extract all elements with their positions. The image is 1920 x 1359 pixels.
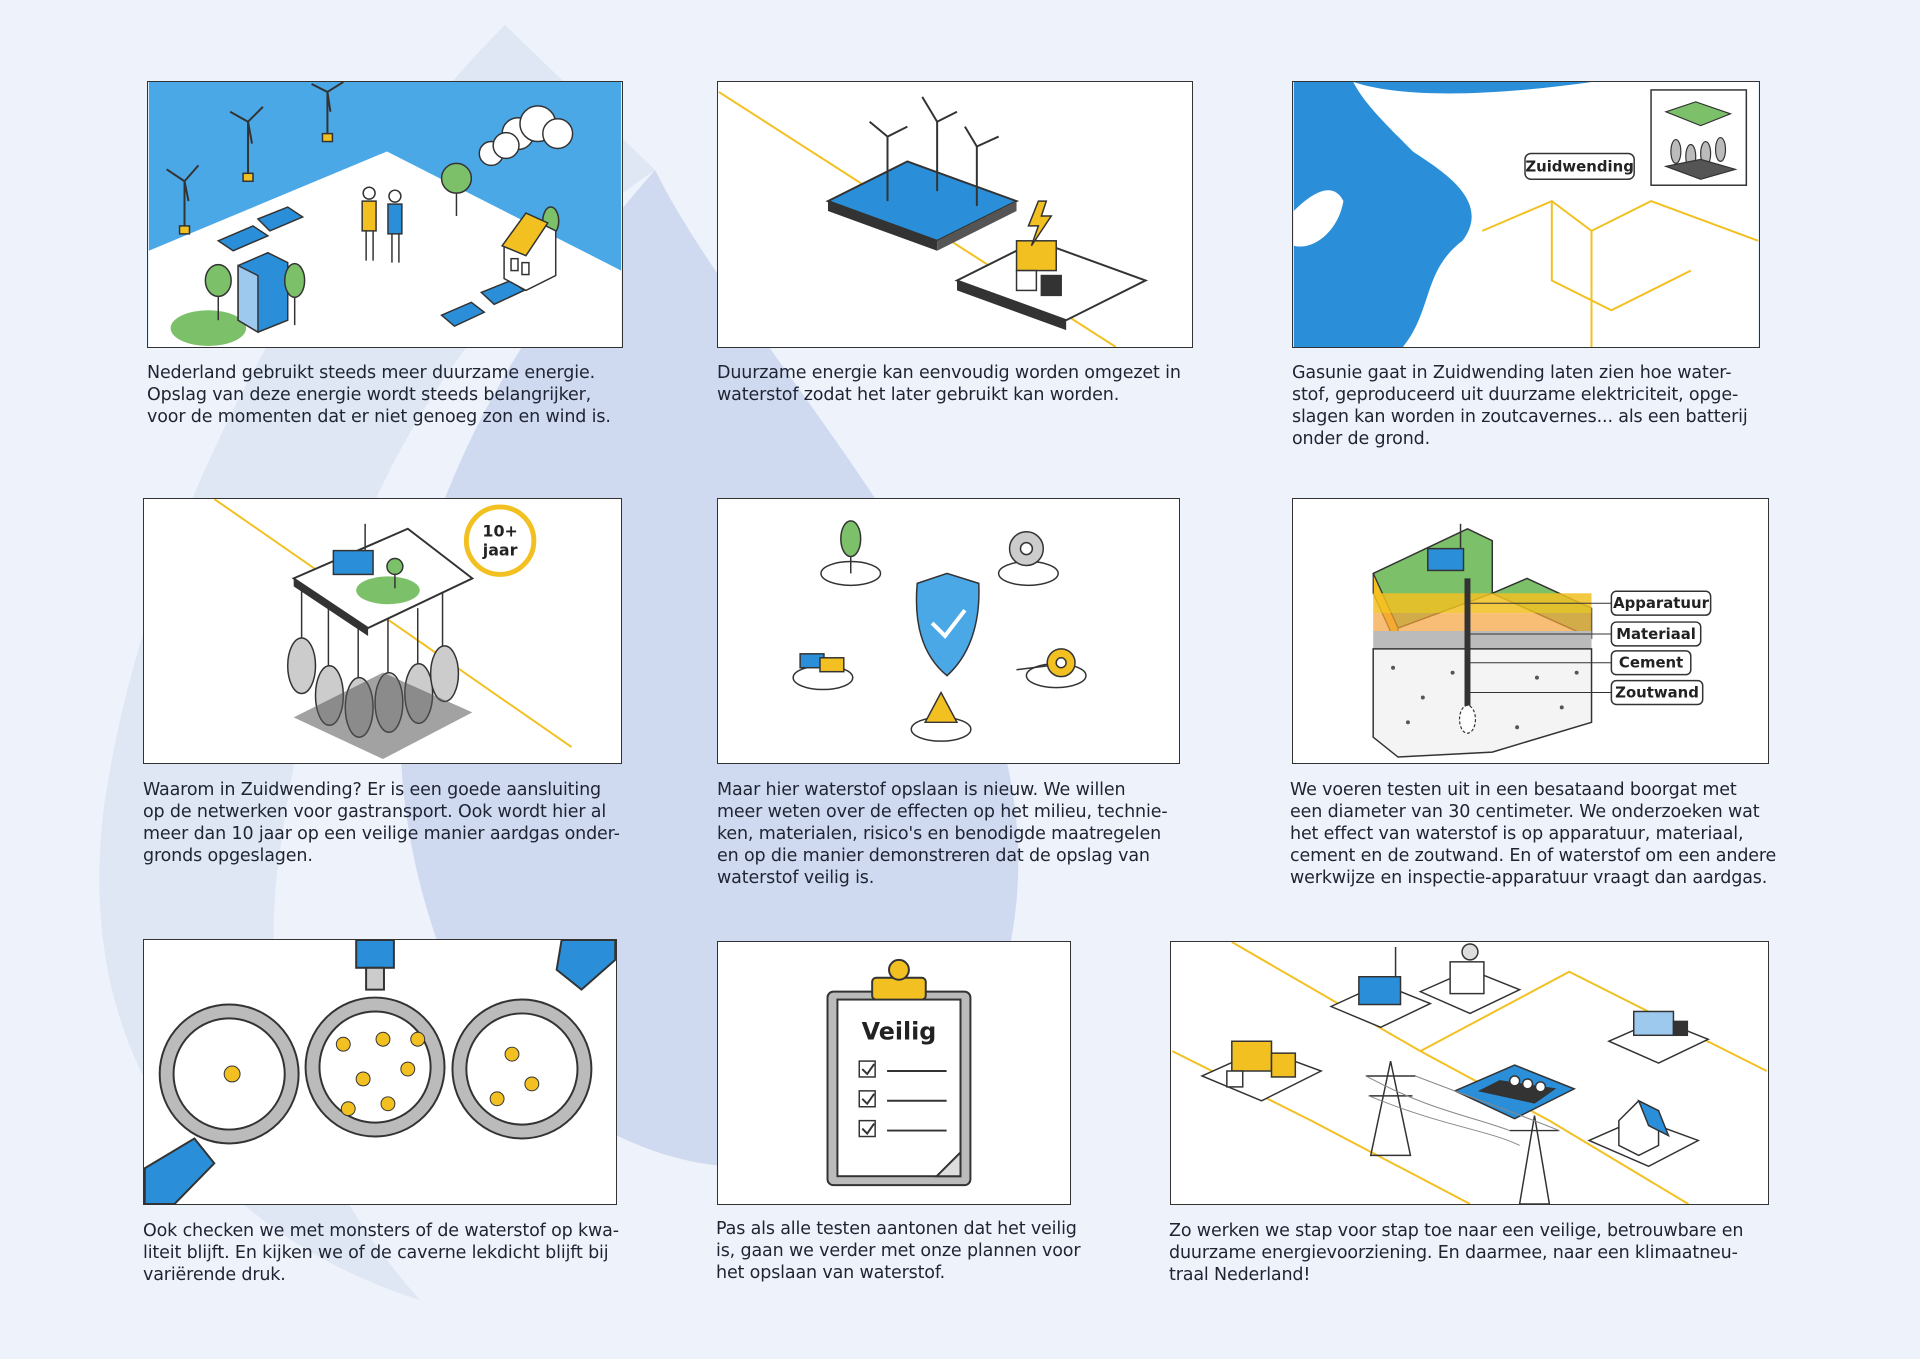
tree-icon — [840, 520, 862, 574]
label-cement: Cement — [1619, 654, 1683, 672]
tree-icon — [386, 557, 404, 589]
panel-1-illustration — [147, 81, 623, 348]
badge-line-2: jaar — [482, 541, 518, 560]
tree-icon — [204, 162, 560, 326]
storage-inset-icon — [1663, 101, 1738, 180]
measuring-tape-icon — [1016, 648, 1076, 678]
panel-7-illustration — [143, 939, 617, 1205]
research-topics-illustration — [792, 520, 1087, 742]
shield-icon — [915, 572, 980, 677]
truck-icon — [1633, 1010, 1689, 1037]
panel-6-illustration: Apparatuur Materiaal Cement Zoutwand — [1292, 498, 1769, 764]
factory-icon — [1358, 946, 1402, 1006]
electrolyser-icon — [1015, 240, 1062, 297]
cloud-icon — [478, 105, 574, 167]
clipboard-illustration: Veilig — [826, 958, 972, 1187]
house-icon — [500, 212, 557, 292]
magnifier-samples-illustration — [144, 940, 616, 1204]
factory-icon — [1427, 523, 1465, 572]
panel-7-caption: Ook checken we met monsters of de waters… — [143, 1221, 619, 1285]
panel-9-caption: Zo werken we stap voor stap toe naar een… — [1169, 1221, 1744, 1285]
panel-2-caption: Duurzame energie kan eenvoudig worden om… — [717, 363, 1181, 405]
label-materiaal: Materiaal — [1616, 625, 1696, 643]
borehole-cross-section-illustration: Apparatuur Materiaal Cement Zoutwand — [1372, 523, 1712, 758]
house-icon — [1618, 1099, 1670, 1157]
label-apparatuur: Apparatuur — [1613, 594, 1710, 612]
conversion-illustration — [718, 91, 1149, 347]
ship-icon — [1477, 1075, 1557, 1104]
wind-turbine-icon — [166, 82, 344, 231]
panel-8-illustration: Veilig — [717, 941, 1071, 1205]
map-illustration: Zuidwending — [1293, 82, 1759, 347]
panel-5-illustration — [717, 498, 1180, 764]
panel-4-illustration: 10+ jaar — [143, 498, 622, 764]
factory-icon — [332, 523, 374, 576]
materials-icon — [799, 653, 845, 673]
panel-3-caption: Gasunie gaat in Zuidwending laten zien h… — [1292, 363, 1748, 449]
panel-4-caption: Waarom in Zuidwending? Er is een goede a… — [143, 780, 620, 866]
panel-8-caption: Pas als alle testen aantonen dat het vei… — [716, 1219, 1081, 1283]
ten-plus-years-badge: 10+ jaar — [463, 504, 537, 577]
panel-2-illustration — [717, 81, 1193, 348]
badge-line-1: 10+ — [482, 522, 517, 541]
label-zoutwand: Zoutwand — [1615, 683, 1699, 701]
wind-turbine-icon — [869, 96, 1000, 207]
building-icon — [237, 251, 289, 334]
building-icon — [1226, 1040, 1297, 1088]
warning-icon — [923, 690, 959, 724]
checkbox-icon — [858, 1060, 876, 1138]
magnifier-icon — [158, 996, 593, 1145]
solar-panel-icon — [216, 206, 526, 328]
panel-5-caption: Maar hier waterstof opslaan is nieuw. We… — [717, 780, 1168, 888]
wind-sky-illustration — [148, 82, 622, 347]
people-icon — [361, 186, 403, 263]
clipboard-icon — [826, 958, 972, 1187]
industry-plant-icon — [1449, 943, 1485, 995]
cross-section-labels: Apparatuur Materiaal Cement Zoutwand — [1610, 590, 1712, 706]
clipboard-title: Veilig — [862, 1017, 937, 1045]
panel-3-illustration: Zuidwending — [1292, 81, 1760, 348]
lightning-icon — [1027, 200, 1053, 247]
panel-6-caption: We voeren testen uit in een besataand bo… — [1290, 780, 1777, 888]
energy-system-illustration — [1171, 942, 1768, 1204]
map-location-label: Zuidwending — [1525, 157, 1634, 175]
panel-1-caption: Nederland gebruikt steeds meer duurzame … — [147, 363, 611, 427]
panel-9-illustration — [1170, 941, 1769, 1205]
storage-caverns-illustration: 10+ jaar — [213, 499, 573, 760]
